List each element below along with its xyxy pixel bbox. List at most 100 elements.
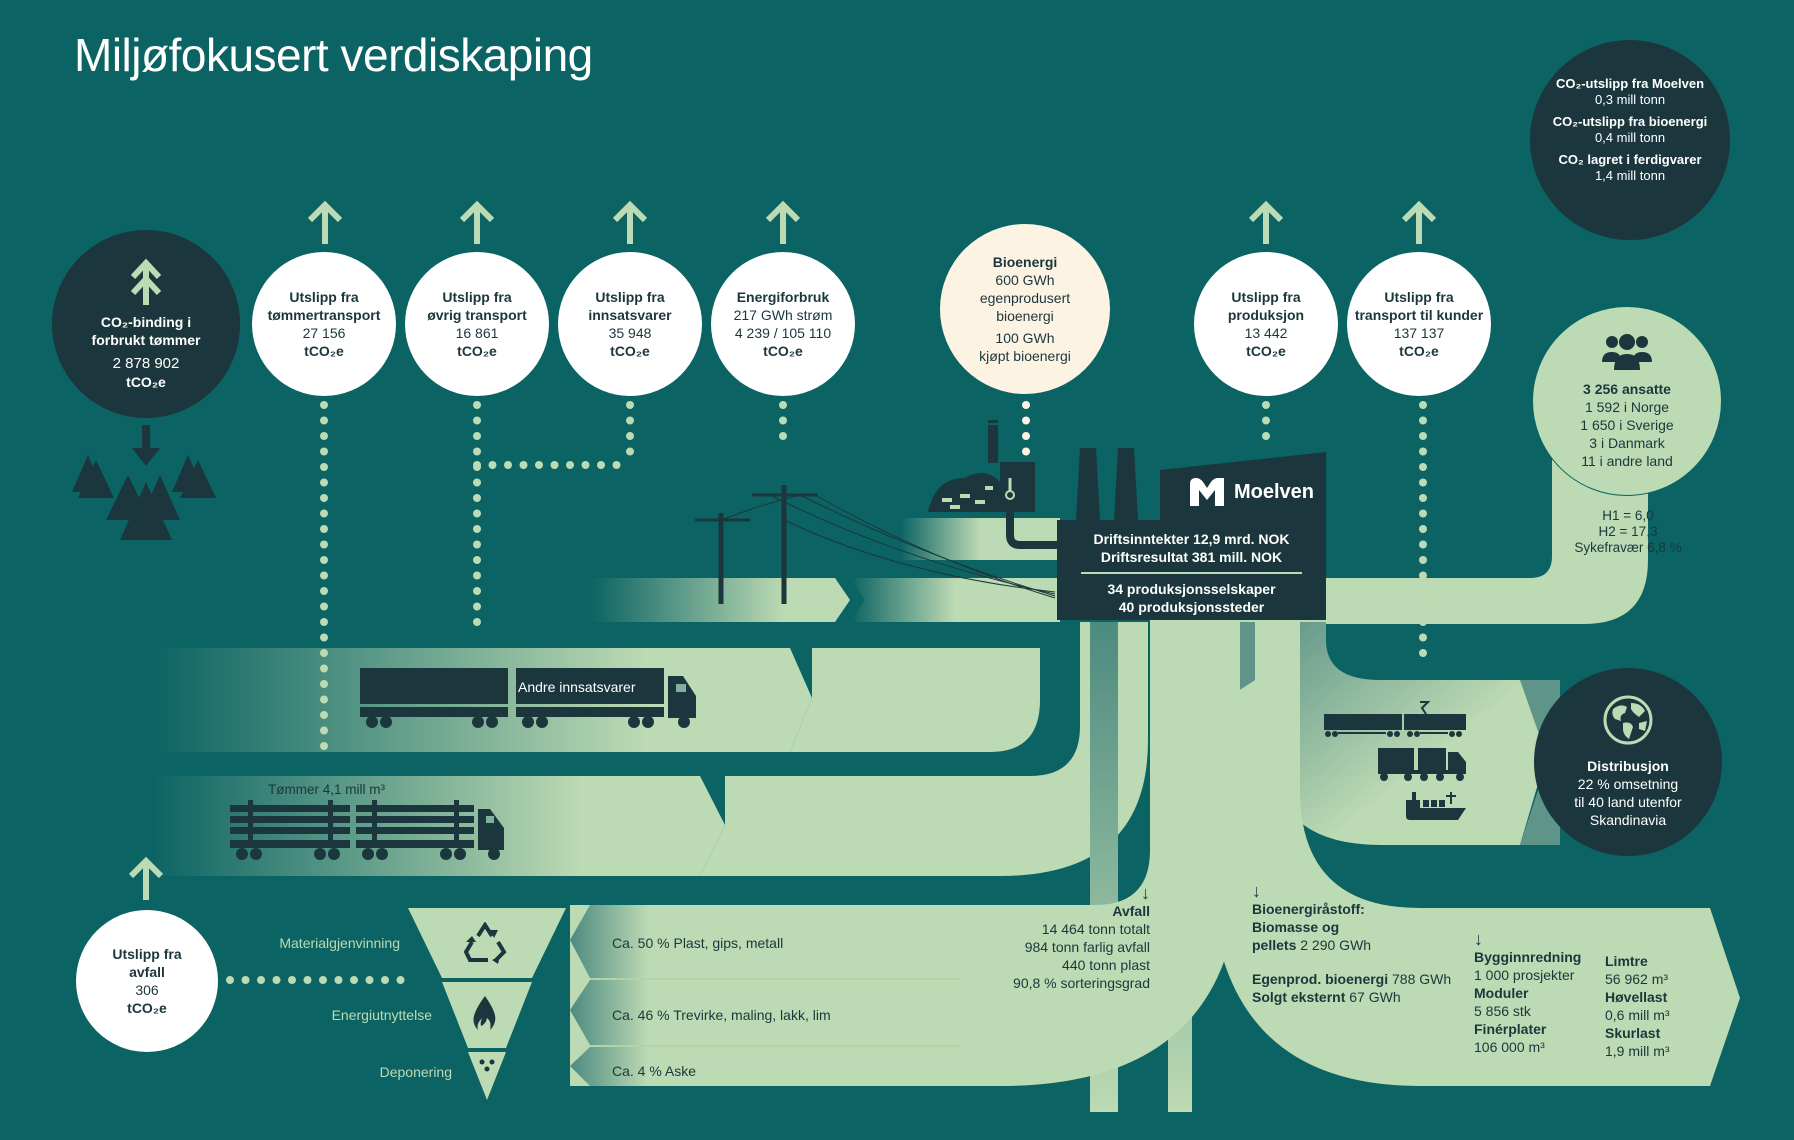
connector-dot — [779, 432, 787, 440]
connector-dot — [320, 726, 328, 735]
circle-value: 35 948 — [608, 325, 652, 341]
connector-dot — [319, 976, 327, 984]
arrow-up-icon — [459, 200, 495, 244]
connector-dot — [473, 461, 481, 469]
connector-dot — [1022, 401, 1030, 409]
connector-dot — [473, 602, 481, 611]
ash-icon — [479, 1059, 495, 1072]
circle-title: Utslipp fra — [289, 289, 359, 305]
connector-dot — [257, 976, 265, 984]
connector-dot — [1022, 447, 1030, 456]
connector-dot — [303, 976, 312, 984]
sick-leave-value: Sykefravær 6,8 % — [1574, 540, 1682, 555]
energy-consumption-circle: Energiforbruk 217 GWh strøm 4 239 / 105 … — [711, 252, 855, 396]
connector-dot — [535, 461, 543, 469]
co2-moelven-value: 0,3 mill tonn — [1594, 92, 1666, 107]
pyramid-label-energy: Energiutnyttelse — [331, 1007, 432, 1023]
co2-stored-value: 1,4 mill tonn — [1594, 168, 1666, 183]
arrow-down-icon: ↓ — [1141, 883, 1150, 903]
connector-dot — [350, 976, 358, 984]
circle-title: Utslipp fra — [112, 946, 182, 962]
bioenergy-input-band — [900, 518, 1060, 560]
connector-dot — [288, 976, 296, 984]
connector-dot — [626, 416, 634, 425]
circle-subtitle: transport til kunder — [1354, 307, 1484, 323]
circle-unit: tCO₂e — [610, 343, 650, 359]
connector-dot — [320, 571, 328, 580]
connector-dot — [488, 461, 497, 469]
emission-customer-transport: Utslipp fra transport til kunder 137 137… — [1347, 252, 1491, 396]
connector-dot — [320, 649, 328, 657]
connector-dot — [320, 401, 328, 409]
waste-landfill-desc: Ca. 4 % Aske — [612, 1063, 697, 1079]
distribution-title: Distribusjon — [1587, 758, 1669, 774]
product-label: Bygginnredning — [1474, 949, 1582, 965]
connector-dot — [473, 447, 481, 456]
connector-dot — [626, 401, 634, 409]
waste-summary: ↓ Avfall 14 464 tonn totalt 984 tonn far… — [960, 884, 1150, 992]
other-inputs-label: Andre innsatsvarer — [518, 679, 636, 695]
circle-subtitle: tømmertransport — [267, 307, 381, 323]
moelven-financials: Driftsinntekter 12,9 mrd. NOK Driftsresu… — [1057, 530, 1326, 616]
connector-dot — [473, 509, 481, 518]
connector-dot — [320, 432, 328, 440]
connector-dot — [1262, 432, 1270, 440]
distribution-circle: Distribusjon 22 % omsetning til 40 land … — [1534, 668, 1722, 856]
circle-title: Utslipp fra — [1231, 289, 1301, 305]
circle-title: Utslipp fra — [1384, 289, 1454, 305]
circle-value: 4 239 / 105 110 — [734, 325, 832, 341]
connector-dot — [1419, 447, 1427, 456]
pellets-label: pellets — [1252, 937, 1297, 953]
waste-title: Avfall — [1112, 903, 1150, 919]
connector-dot — [1419, 478, 1427, 487]
circle-value: 306 — [135, 982, 159, 998]
connector-dot — [320, 680, 328, 688]
connector-dot — [320, 463, 328, 471]
connector-dot — [473, 540, 481, 549]
connector-dot — [1419, 463, 1427, 471]
connector-dot — [1419, 432, 1427, 440]
connector-dot — [1419, 525, 1427, 533]
connector-dot — [581, 461, 590, 469]
connector-dot — [566, 461, 574, 469]
arrow-up-icon — [765, 200, 801, 244]
bioenergy-raw-title: Bioenergiråstoff: — [1252, 901, 1365, 917]
connector-dot — [320, 478, 328, 487]
bioenergy-own-label-2: bioenergi — [996, 308, 1054, 324]
production-companies: 34 produksjonsselskaper — [1107, 581, 1276, 597]
circle-subtitle: produksjon — [1227, 307, 1305, 323]
connector-dot — [320, 556, 328, 564]
product-value: 5 856 stk — [1474, 1003, 1531, 1019]
ship-icon — [1406, 792, 1466, 820]
connector-dot — [1419, 618, 1427, 626]
connector-dot — [473, 618, 481, 626]
safety-stats: H1 = 6,0 H2 = 17,3 Sykefravær 6,8 % — [1560, 508, 1696, 556]
co2-binding-subtitle: forbrukt tømmer — [91, 332, 201, 348]
connector-dot — [779, 401, 787, 409]
power-line-icon — [695, 485, 1056, 604]
product-label: Moduler — [1474, 985, 1529, 1001]
circle-title: Energiforbruk — [736, 289, 830, 305]
connector-dot — [320, 494, 328, 502]
arrow-up-icon — [307, 200, 343, 244]
circle-value: 13 442 — [1244, 325, 1288, 341]
distribution-transport-icons — [1324, 701, 1466, 820]
circle-value: 16 861 — [455, 325, 499, 341]
connector-dot — [1022, 432, 1030, 440]
employees-sweden: 1 650 i Sverige — [1580, 417, 1674, 433]
connector-dot — [320, 416, 328, 425]
moelven-brand: Moelven — [1234, 480, 1315, 503]
circle-subtitle: 217 GWh strøm — [733, 307, 833, 323]
connector-dot — [473, 556, 481, 564]
connector-dot — [612, 461, 621, 469]
circle-value: 27 156 — [302, 325, 346, 341]
sold-external-value: 67 GWh — [1349, 989, 1401, 1005]
connector-dot — [626, 447, 634, 456]
arrow-down-icon: ↓ — [1474, 929, 1483, 949]
circle-subtitle: innsatsvarer — [588, 307, 672, 323]
employees-other: 11 i andre land — [1581, 453, 1673, 469]
waste-recycling-desc: Ca. 50 % Plast, gips, metall — [612, 935, 784, 951]
circle-subtitle: avfall — [129, 964, 165, 980]
h2-value: H2 = 17,3 — [1598, 524, 1658, 539]
